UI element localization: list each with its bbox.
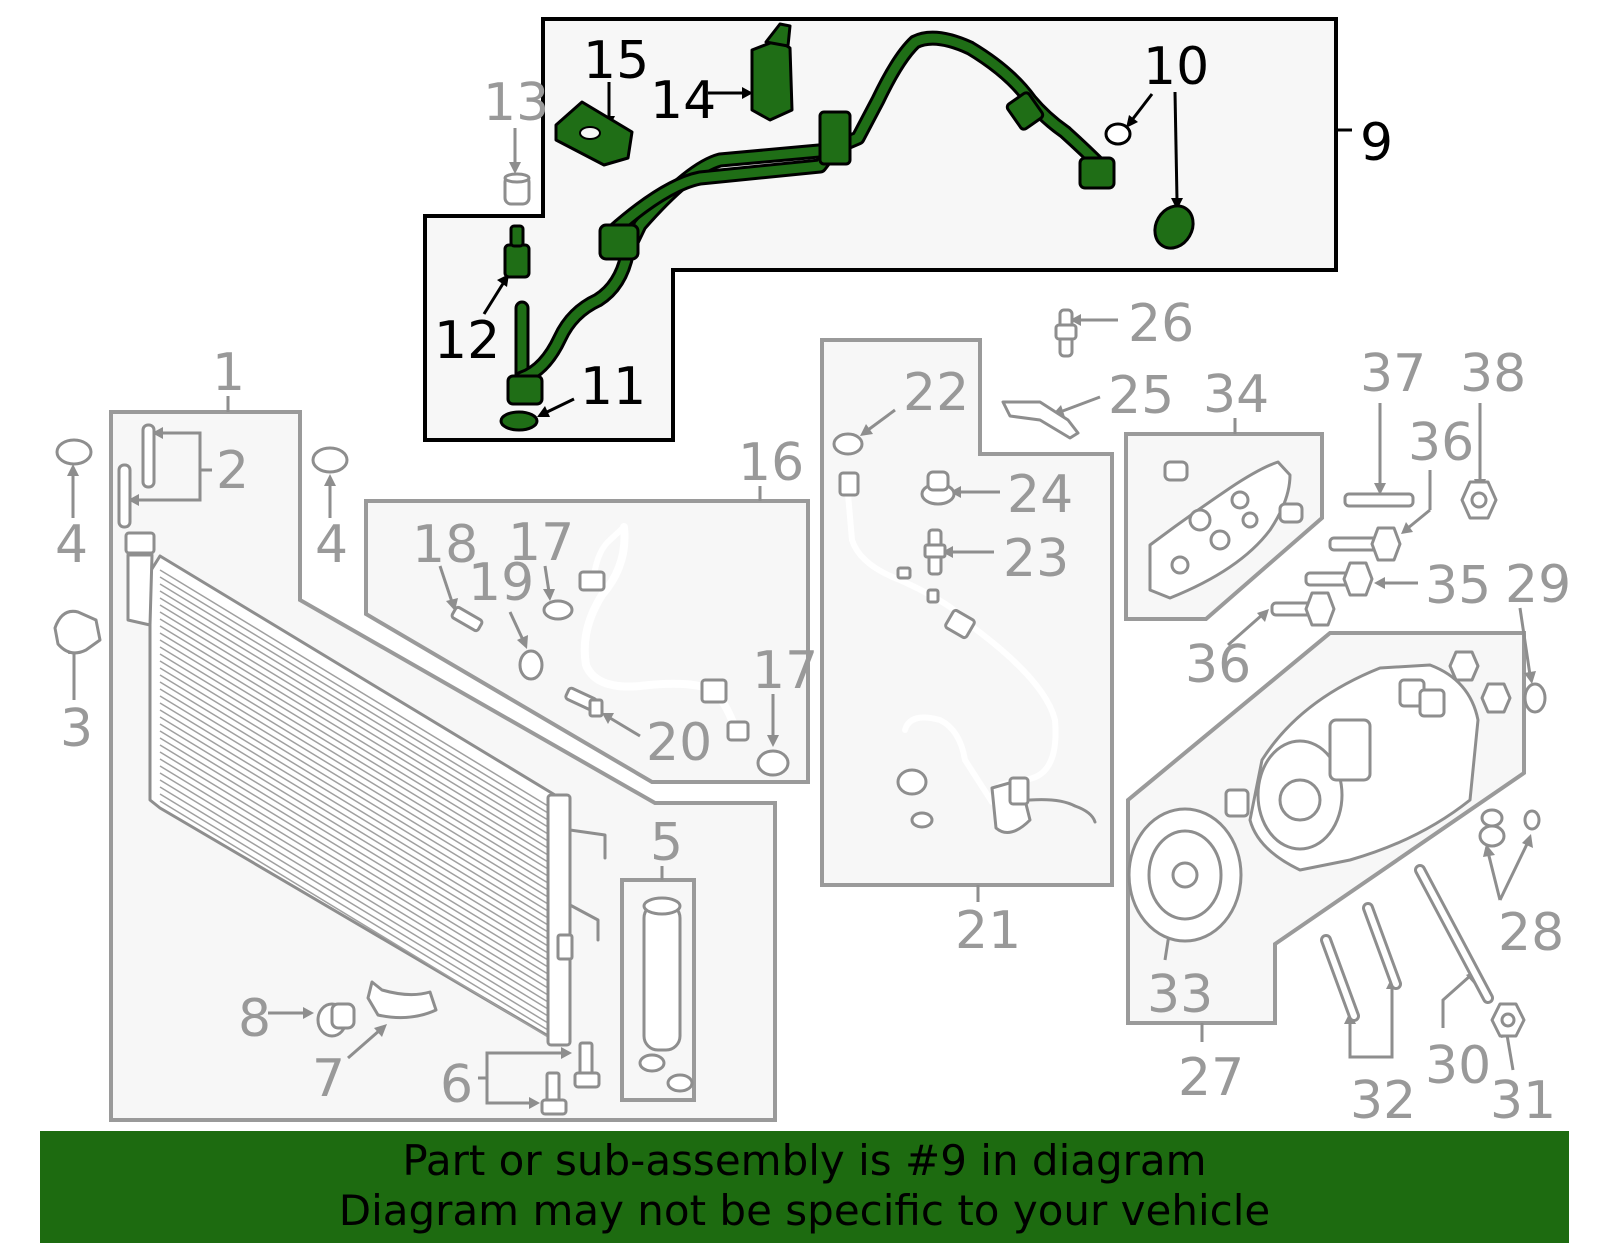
part-2-pins [117,423,156,529]
callout-37: 37 [1360,344,1426,404]
callout-25: 25 [1108,366,1174,426]
callout-19: 19 [468,553,534,613]
part-7-bracket [366,980,438,1020]
callout-29: 29 [1505,555,1571,615]
callout-30: 30 [1425,1036,1491,1096]
callout-17-right: 17 [752,641,818,701]
callout-28: 28 [1498,903,1564,963]
callout-16: 16 [738,433,804,493]
callout-33: 33 [1147,965,1213,1025]
suction-line-part-16 [578,523,750,742]
part-6-bolts [540,1041,601,1116]
callout-17-top: 17 [508,513,574,573]
group-box-9 [423,17,1338,442]
callout-24: 24 [1007,465,1073,525]
compressor-part-27 [1127,650,1512,943]
callout-2: 2 [216,441,249,501]
callout-27: 27 [1178,1048,1244,1108]
callout-20: 20 [646,713,712,773]
part-35-36-37-bolts [1270,480,1498,627]
callout-9: 9 [1360,113,1393,173]
callout-1: 1 [212,343,245,403]
part-31-nut [1490,1002,1526,1038]
part-13-cap [503,172,531,206]
condenser-part-1 [124,531,607,1047]
footer-line-1: Part or sub-assembly is #9 in diagram [402,1136,1207,1185]
callout-18: 18 [412,515,478,575]
leader-lines [67,82,1536,1109]
footer-banner: Part or sub-assembly is #9 in diagram Di… [40,1131,1569,1243]
callout-11: 11 [580,357,646,417]
part-19-oring [518,649,544,681]
callout-34: 34 [1203,365,1269,425]
part-23-valve [923,528,947,576]
footer-line-2: Diagram may not be specific to your vehi… [338,1186,1271,1235]
part-5-drier [638,896,694,1093]
part-24-cap [920,470,956,506]
callout-4-left: 4 [55,515,88,575]
part-4-oring-left [55,438,93,466]
callout-23: 23 [1003,529,1069,589]
callout-5: 5 [650,813,683,873]
liquid-line-part-21 [838,471,1097,834]
callout-26: 26 [1128,294,1194,354]
part-8-bushing [316,1002,356,1038]
callout-32: 32 [1350,1071,1416,1131]
gasket-part-34 [1148,460,1304,600]
callout-7: 7 [312,1049,345,1109]
part-4-oring-right [311,446,349,474]
part-17-oring-top [542,599,574,621]
callout-22: 22 [903,363,969,423]
part-25-clip [1001,400,1080,440]
callout-4-right: 4 [315,515,348,575]
callout-6: 6 [440,1055,473,1115]
part-20-valve [564,686,604,718]
callout-10: 10 [1143,37,1209,97]
part-17-oring-right [756,749,790,777]
callout-15: 15 [583,31,649,91]
part-3-clip [53,609,102,655]
callout-14: 14 [650,71,716,131]
part-26-sensor [1054,308,1078,358]
callout-12: 12 [434,311,500,371]
callout-38: 38 [1460,344,1526,404]
part-18-sensor [450,605,484,633]
part-30-stud [1414,864,1494,1004]
callout-35: 35 [1425,556,1491,616]
callout-36-left: 36 [1185,635,1251,695]
callout-31: 31 [1490,1071,1556,1131]
line-assembly-9 [499,22,1195,432]
callout-8: 8 [238,989,271,1049]
part-29-oring [1523,682,1547,714]
part-22-oring [832,432,864,456]
part-28-orings [1478,808,1541,848]
callout-13: 13 [483,73,549,133]
callout-36-top: 36 [1408,413,1474,473]
part-32-bolts [1320,902,1402,1022]
group-box-21 [820,338,1114,887]
callout-21: 21 [955,901,1021,961]
callout-3: 3 [60,699,93,759]
